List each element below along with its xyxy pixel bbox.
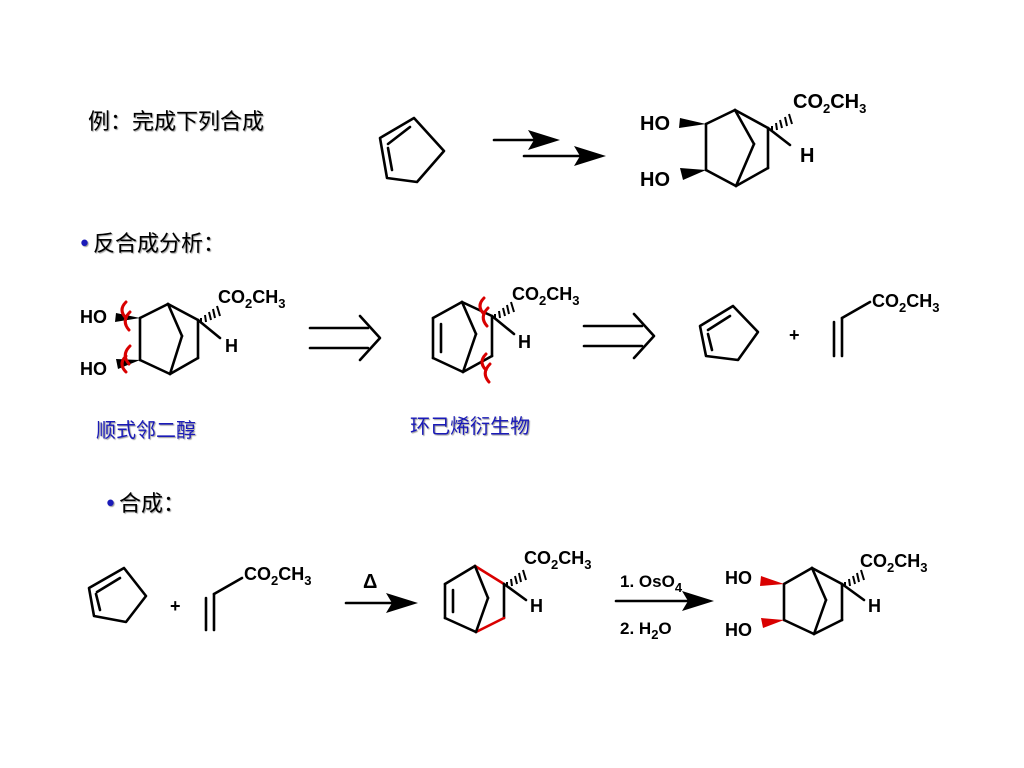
- reagent-step-2: 2. H2O: [620, 619, 672, 642]
- ho-label: HO: [80, 307, 107, 327]
- cyclohexene-derivative-label: 环己烯衍生物: [410, 414, 530, 438]
- reagent-step-1: 1. OsO4: [620, 572, 683, 595]
- diels-alder-arrow: Δ: [344, 571, 418, 613]
- ho-label: HO: [80, 359, 107, 379]
- bullet-icon: •: [104, 492, 117, 517]
- h-label: H: [225, 336, 238, 356]
- h-label: H: [530, 596, 543, 616]
- disconnection-mark: [120, 354, 128, 374]
- ester-label: CO2CH3: [860, 551, 927, 575]
- bullet-icon: •: [78, 232, 91, 257]
- cis-diol-structure: HO HO H CO2CH3: [80, 287, 285, 379]
- cyclopentadiene-structure: [378, 116, 446, 184]
- ester-label: CO2CH3: [793, 91, 866, 116]
- target-diol-ester-structure: HO HO H CO2CH3: [640, 91, 866, 191]
- final-diol-ester-structure: HO HO H CO2CH3: [725, 551, 927, 640]
- cyclohexene-derivative-structure: H CO2CH3: [431, 284, 579, 384]
- ho-label: HO: [640, 169, 670, 191]
- disconnection-mark: [123, 310, 132, 332]
- retro-arrow: [582, 312, 656, 360]
- h-label: H: [868, 596, 881, 616]
- ho-label: HO: [725, 620, 752, 640]
- ester-label: CO2CH3: [512, 284, 579, 308]
- forward-arrows: [492, 130, 606, 166]
- dihydroxylation-arrow: 1. OsO4 2. H2O: [614, 572, 714, 642]
- methyl-acrylate-structure: CO2CH3: [832, 291, 939, 358]
- diels-alder-adduct-structure: H CO2CH3: [443, 548, 591, 634]
- h-label: H: [800, 145, 814, 167]
- synthesis-heading: •合成：: [104, 486, 185, 518]
- delta-label: Δ: [363, 571, 377, 593]
- methyl-acrylate-structure: CO2CH3: [204, 564, 311, 632]
- ester-label: CO2CH3: [524, 548, 591, 572]
- example-heading-text: 例：完成下列合成: [88, 110, 265, 135]
- retrosynthesis-heading: •反合成分析：: [78, 226, 225, 258]
- ho-label: HO: [725, 568, 752, 588]
- ester-label: CO2CH3: [872, 291, 939, 315]
- plus-sign: +: [789, 325, 800, 345]
- ester-label: CO2CH3: [244, 564, 311, 588]
- cis-diol-label: 顺式邻二醇: [96, 418, 196, 442]
- disconnection-mark: [481, 306, 490, 328]
- plus-sign: +: [170, 596, 181, 616]
- cyclopentadiene-structure: [87, 566, 148, 624]
- h-label: H: [518, 332, 531, 352]
- ester-label: CO2CH3: [218, 287, 285, 311]
- ho-label: HO: [640, 113, 670, 135]
- disconnection-mark: [483, 362, 492, 384]
- retrosynthesis-heading-text: 反合成分析：: [92, 232, 225, 257]
- example-heading: 例：完成下列合成: [88, 104, 264, 136]
- cyclopentadiene-structure: [698, 304, 760, 362]
- synthesis-heading-text: 合成：: [118, 492, 185, 517]
- retro-arrow: [308, 314, 382, 362]
